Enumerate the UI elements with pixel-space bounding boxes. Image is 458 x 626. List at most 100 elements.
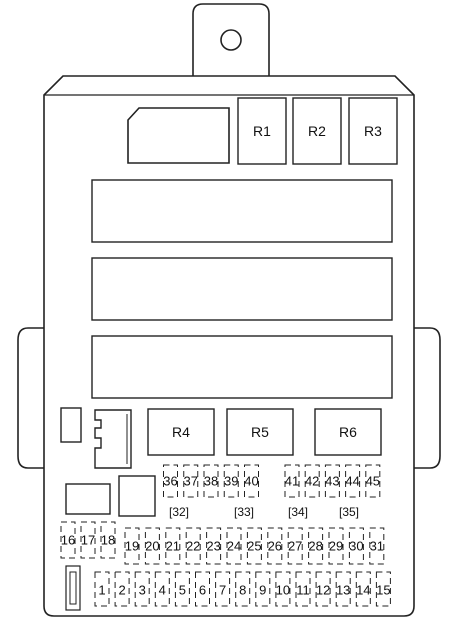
right-side-clip xyxy=(414,327,441,469)
left-side-clip xyxy=(17,327,44,469)
relay-r6 xyxy=(314,408,382,456)
fuse-label-2: 2 xyxy=(118,583,125,598)
fuse-label-22: 22 xyxy=(186,539,200,554)
fuse-label-10: 10 xyxy=(276,583,290,598)
fuse-slot-21 xyxy=(165,527,181,565)
fuse-label-1: 1 xyxy=(98,583,105,598)
fuse-slot-22 xyxy=(185,527,201,565)
fuse-label-16: 16 xyxy=(61,533,75,548)
fuse-column-left: 16 17 18 xyxy=(60,521,116,559)
fuse-slot-3 xyxy=(134,571,150,607)
fuse-slot-10 xyxy=(275,571,291,607)
fuse-bracket-label-2: [34] xyxy=(288,505,308,519)
small-square-slot xyxy=(60,407,82,443)
fuse-slot-14 xyxy=(355,571,371,607)
fuse-slot-2 xyxy=(114,571,130,607)
fuse-label-13: 13 xyxy=(336,583,350,598)
fuse-slot-26 xyxy=(267,527,283,565)
fuse-label-31: 31 xyxy=(370,539,384,554)
fuse-slot-1 xyxy=(94,571,110,607)
fuse-slot-38 xyxy=(203,464,219,498)
fuse-slot-45 xyxy=(365,464,381,498)
fuse-slot-13 xyxy=(335,571,351,607)
fuse-slot-42 xyxy=(304,464,320,498)
fuse-bracket-labels: [32][33][34][35] xyxy=(169,505,359,519)
fuse-label-18: 18 xyxy=(101,533,115,548)
relay-r4 xyxy=(147,408,215,456)
fuse-label-26: 26 xyxy=(268,539,282,554)
relay-r3-label: R3 xyxy=(364,123,382,139)
fuse-label-23: 23 xyxy=(206,539,220,554)
relay-r4-label: R4 xyxy=(172,424,190,440)
fuse-slot-44 xyxy=(345,464,361,498)
top-left-block xyxy=(127,107,230,164)
fuse-slot-39 xyxy=(223,464,239,498)
mounting-hole xyxy=(220,29,242,51)
relay-r3 xyxy=(348,97,398,165)
fuse-label-9: 9 xyxy=(259,583,266,598)
fuse-label-20: 20 xyxy=(145,539,159,554)
fuse-label-30: 30 xyxy=(349,539,363,554)
relay-r2 xyxy=(292,97,342,165)
small-block-wide xyxy=(65,483,111,515)
fuse-slot-20 xyxy=(144,527,160,565)
fuse-label-21: 21 xyxy=(166,539,180,554)
fuse-label-41: 41 xyxy=(285,474,299,489)
fuse-label-8: 8 xyxy=(239,583,246,598)
relay-r2-label: R2 xyxy=(308,123,326,139)
fuse-label-24: 24 xyxy=(227,539,241,554)
fuse-label-4: 4 xyxy=(159,583,166,598)
connector-socket xyxy=(94,409,132,469)
fuse-label-14: 14 xyxy=(356,583,370,598)
fuse-label-3: 3 xyxy=(139,583,146,598)
fuse-slot-15 xyxy=(375,571,391,607)
fuse-label-11: 11 xyxy=(296,583,310,598)
relay-r1 xyxy=(237,97,287,165)
fuse-slot-30 xyxy=(348,527,364,565)
relay-r1-label: R1 xyxy=(253,123,271,139)
fuse-slot-18 xyxy=(100,521,116,559)
fuse-slot-16 xyxy=(60,521,76,559)
fuse-bracket-label-3: [35] xyxy=(339,505,359,519)
fuse-label-15: 15 xyxy=(376,583,390,598)
fuse-label-36: 36 xyxy=(163,474,177,489)
long-fuse-slot-inner xyxy=(69,571,77,605)
large-slot-1 xyxy=(91,179,393,243)
small-block-square xyxy=(118,475,156,517)
fuse-label-39: 39 xyxy=(224,474,238,489)
fuse-slot-7 xyxy=(215,571,231,607)
fuse-slot-37 xyxy=(183,464,199,498)
large-slot-2 xyxy=(91,257,393,321)
fuse-slot-5 xyxy=(174,571,190,607)
fuse-slot-19 xyxy=(124,527,140,565)
fuse-label-40: 40 xyxy=(244,474,258,489)
fuse-slot-9 xyxy=(255,571,271,607)
fuse-slot-25 xyxy=(246,527,262,565)
fuse-slot-43 xyxy=(324,464,340,498)
large-slot-3 xyxy=(91,335,393,399)
fuse-label-25: 25 xyxy=(247,539,261,554)
fuse-slot-24 xyxy=(226,527,242,565)
fuse-slot-11 xyxy=(295,571,311,607)
fuse-label-43: 43 xyxy=(325,474,339,489)
fuse-slot-41 xyxy=(284,464,300,498)
fuse-slot-23 xyxy=(206,527,222,565)
fuse-label-37: 37 xyxy=(184,474,198,489)
fuse-slot-31 xyxy=(369,527,385,565)
fuse-label-17: 17 xyxy=(81,533,95,548)
fuse-slot-4 xyxy=(154,571,170,607)
fuse-slot-17 xyxy=(80,521,96,559)
fuse-slot-12 xyxy=(315,571,331,607)
fuse-label-7: 7 xyxy=(219,583,226,598)
fuse-label-19: 19 xyxy=(125,539,139,554)
fuse-label-38: 38 xyxy=(204,474,218,489)
fuse-slot-8 xyxy=(235,571,251,607)
fuse-label-45: 45 xyxy=(366,474,380,489)
fuse-slot-29 xyxy=(328,527,344,565)
fuse-label-44: 44 xyxy=(345,474,359,489)
fuse-row-upper-left: 36 37 38 39 40 xyxy=(163,464,259,498)
